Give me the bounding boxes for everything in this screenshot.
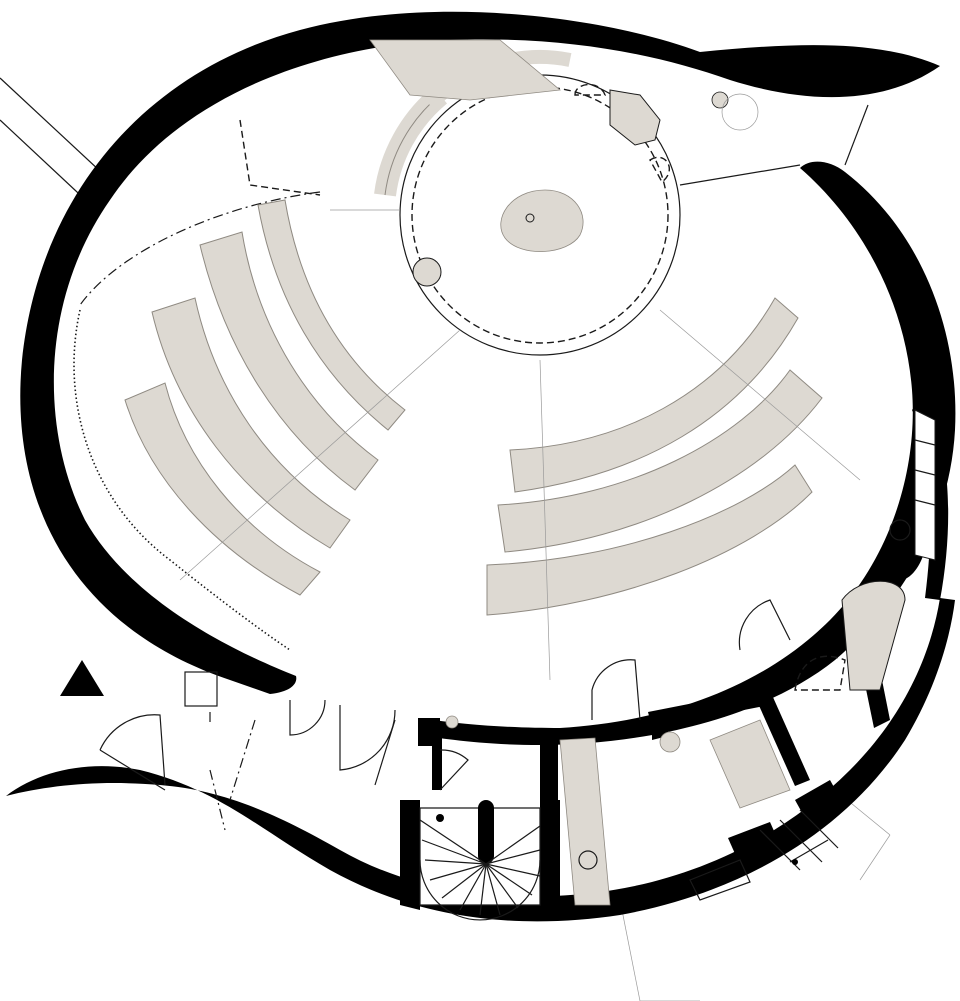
pews-left-group [124,199,406,596]
pew [257,199,406,431]
east-annex-fixtures [841,409,936,691]
pews-right-group [486,297,823,616]
chancel-edge-lines [73,104,869,651]
ambo [609,89,661,146]
pew [497,369,823,553]
reference-axes [179,209,861,681]
pew [151,297,351,549]
north-arrow-triangle-icon [60,660,104,696]
altar-table [500,189,584,252]
doors [99,599,846,831]
stair-treads [419,819,541,916]
exterior-steps [689,809,839,901]
spiral-stair [400,800,560,921]
vestry-fixtures [445,715,791,906]
outer-shell-wall [20,11,940,695]
pew [199,231,379,491]
pew [509,297,799,493]
pew [486,464,813,616]
pew [124,382,321,596]
chancel-circle [369,39,759,356]
east-annex-wall [880,400,949,600]
